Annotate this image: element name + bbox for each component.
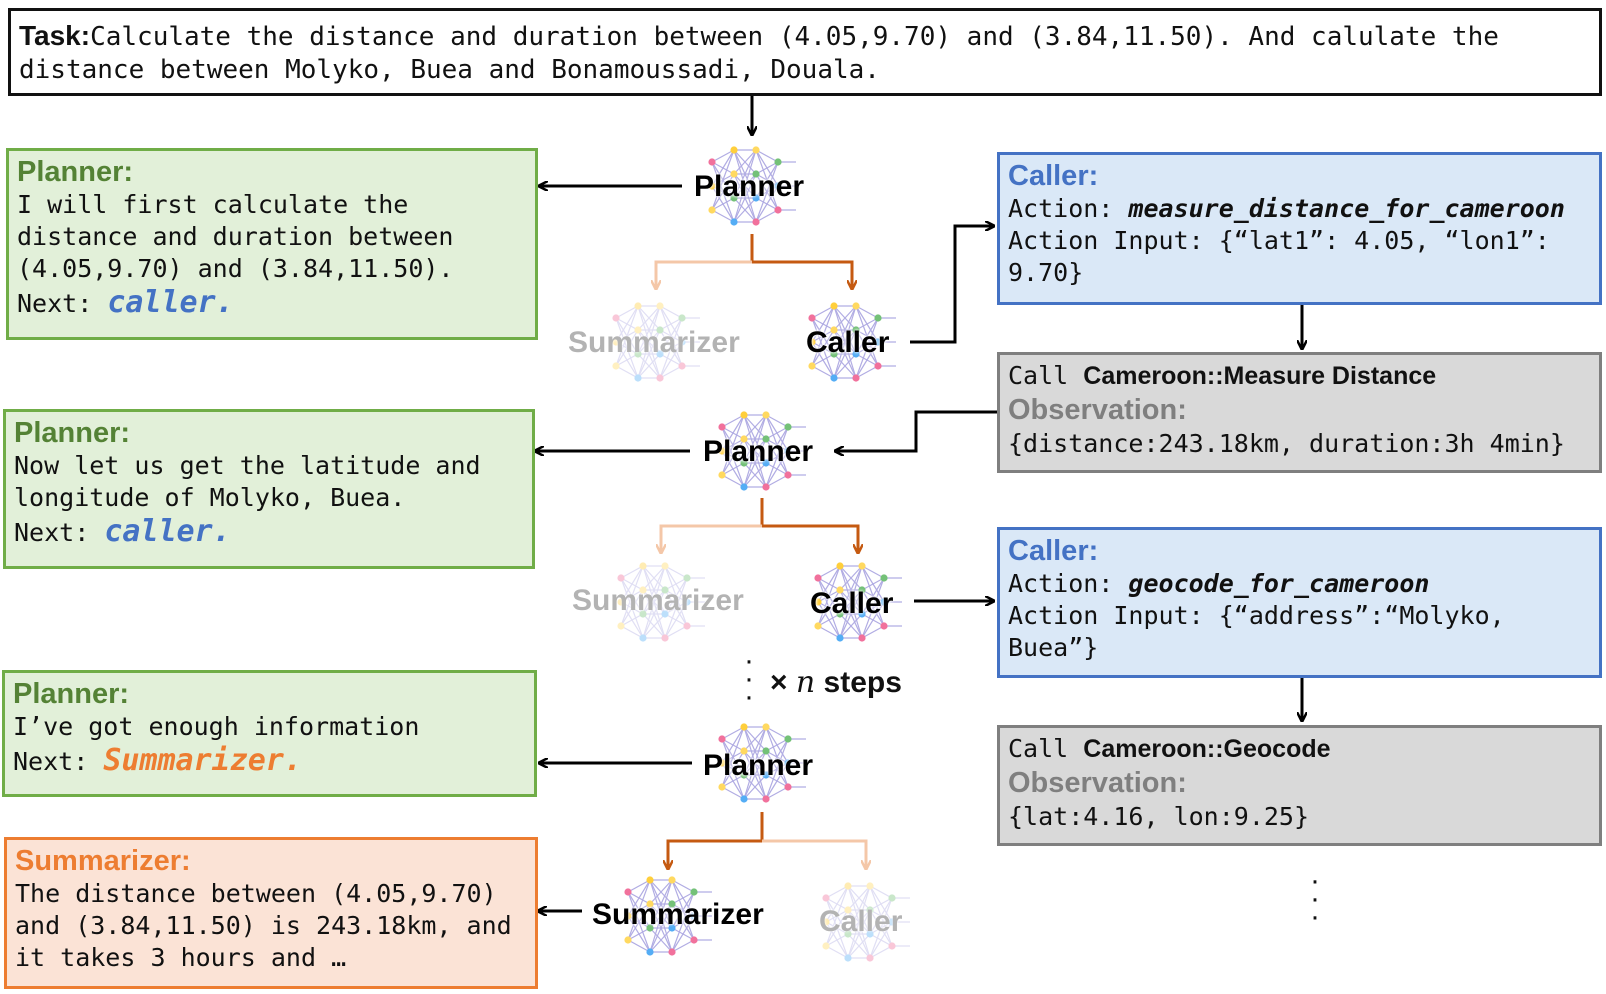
planner-box-line: longitude of Molyko, Buea. [14, 483, 406, 512]
summarizer-node-label-faded: Summarizer [568, 326, 740, 359]
summarizer-node-label: Summarizer [592, 898, 764, 931]
planner-node-label: Planner [703, 749, 814, 782]
caller-node-label: Caller [810, 587, 894, 620]
summarizer-network-icon-faded [617, 562, 705, 642]
vertical-ellipsis-right: ··· [1310, 864, 1320, 933]
action-input-line1: Action Input: {“lat1”: 4.05, “lon1”: [1008, 226, 1550, 255]
planner-box-title: Planner: [17, 156, 134, 188]
action-name: geocode_for_cameroon [1128, 569, 1430, 598]
caller-network-icon-faded [822, 882, 910, 962]
task-text-line1: Calculate the distance and duration betw… [90, 22, 1499, 52]
task-text-line2: distance between Molyko, Buea and Bonamo… [19, 55, 880, 85]
action-input-line1: Action Input: {“address”:“Molyko, [1008, 601, 1505, 630]
action-name: measure_distance_for_cameroon [1128, 194, 1565, 223]
task-box: Task:Calculate the distance and duration… [8, 8, 1602, 96]
planner-box-line: distance and duration between [17, 222, 454, 251]
summarizer-node-label-faded: Summarizer [572, 584, 744, 617]
next-value-caller: caller. [107, 285, 234, 320]
planner-network-icon [708, 146, 796, 226]
summarizer-network-icon-faded [612, 302, 700, 382]
caller-node-label: Caller [806, 326, 890, 359]
summarizer-box-line: The distance between (4.05,9.70) [15, 879, 497, 908]
api-name: Cameroon::Geocode [1083, 735, 1331, 763]
api-name: Cameroon::Measure Distance [1083, 362, 1437, 390]
branch-to-caller-1 [750, 234, 852, 288]
action-label: Action: [1008, 569, 1129, 598]
branch-to-caller-3-faded [762, 839, 866, 868]
action-input-line2: Buea”} [1008, 633, 1099, 662]
caller-box-title: Caller: [1008, 535, 1099, 567]
planner-network-icon [718, 411, 806, 491]
summarizer-output-box: Summarizer: The distance between (4.05,9… [4, 837, 538, 989]
planner-node-label: Planner [694, 170, 805, 203]
observation-title: Observation: [1008, 394, 1187, 426]
planner-output-box-1: Planner: I will first calculate the dist… [6, 148, 538, 340]
loop-variable: n [795, 665, 816, 700]
loop-prefix: × [770, 666, 796, 699]
action-input-line2: 9.70} [1008, 258, 1084, 287]
caller-output-box-1: Caller: Action: measure_distance_for_cam… [997, 152, 1602, 305]
observation-title: Observation: [1008, 767, 1187, 799]
call-label: Call [1008, 361, 1084, 390]
caller-output-box-2: Caller: Action: geocode_for_cameroon Act… [997, 527, 1602, 678]
observation-box-1: Call Cameroon::Measure Distance Observat… [997, 352, 1602, 473]
summarizer-network-icon [624, 876, 712, 956]
next-label: Next: [13, 747, 104, 776]
planner-output-box-2: Planner: Now let us get the latitude and… [3, 409, 535, 569]
caller-box-title: Caller: [1008, 160, 1099, 192]
planner-box-line: Now let us get the latitude and [14, 451, 481, 480]
branch-to-summarizer-2-faded [661, 524, 762, 552]
planner-network-icon [718, 723, 806, 803]
call-label: Call [1008, 734, 1084, 763]
observation-box-2: Call Cameroon::Geocode Observation: {lat… [997, 725, 1602, 846]
caller-node-label-faded: Caller [819, 905, 903, 938]
caller-network-icon [808, 302, 896, 382]
loop-suffix: steps [815, 666, 902, 699]
task-label: Task: [19, 20, 91, 51]
observation-result: {lat:4.16, lon:9.25} [1008, 802, 1310, 831]
summarizer-box-title: Summarizer: [15, 845, 191, 877]
next-value-summarizer: Summarizer. [103, 743, 302, 778]
caller-network-icon [814, 562, 902, 642]
planner-box-line: I’ve got enough information [13, 712, 420, 741]
next-label: Next: [14, 518, 105, 547]
vertical-ellipsis: ··· [744, 644, 754, 713]
planner-node-label: Planner [703, 435, 814, 468]
summarizer-box-line: it takes 3 hours and … [15, 943, 347, 972]
loop-steps-label: × n steps [770, 665, 902, 700]
planner-box-title: Planner: [14, 417, 131, 449]
planner-box-title: Planner: [13, 678, 130, 710]
branch-to-summarizer-3 [668, 812, 764, 868]
action-label: Action: [1008, 194, 1129, 223]
arrow-caller1-to-callerbox [910, 226, 993, 344]
next-label: Next: [17, 289, 108, 318]
summarizer-box-line: and (3.84,11.50) is 243.18km, and [15, 911, 512, 940]
observation-result: {distance:243.18km, duration:3h 4min} [1008, 429, 1565, 458]
planner-output-box-3: Planner: I’ve got enough information Nex… [2, 670, 537, 797]
next-value-caller: caller. [104, 514, 231, 549]
planner-box-line: (4.05,9.70) and (3.84,11.50). [17, 254, 454, 283]
planner-box-line: I will first calculate the [17, 190, 409, 219]
branch-to-caller-2 [760, 498, 858, 552]
arrow-obs1-to-planner2 [836, 410, 997, 451]
branch-to-summarizer-1-faded [656, 260, 752, 288]
